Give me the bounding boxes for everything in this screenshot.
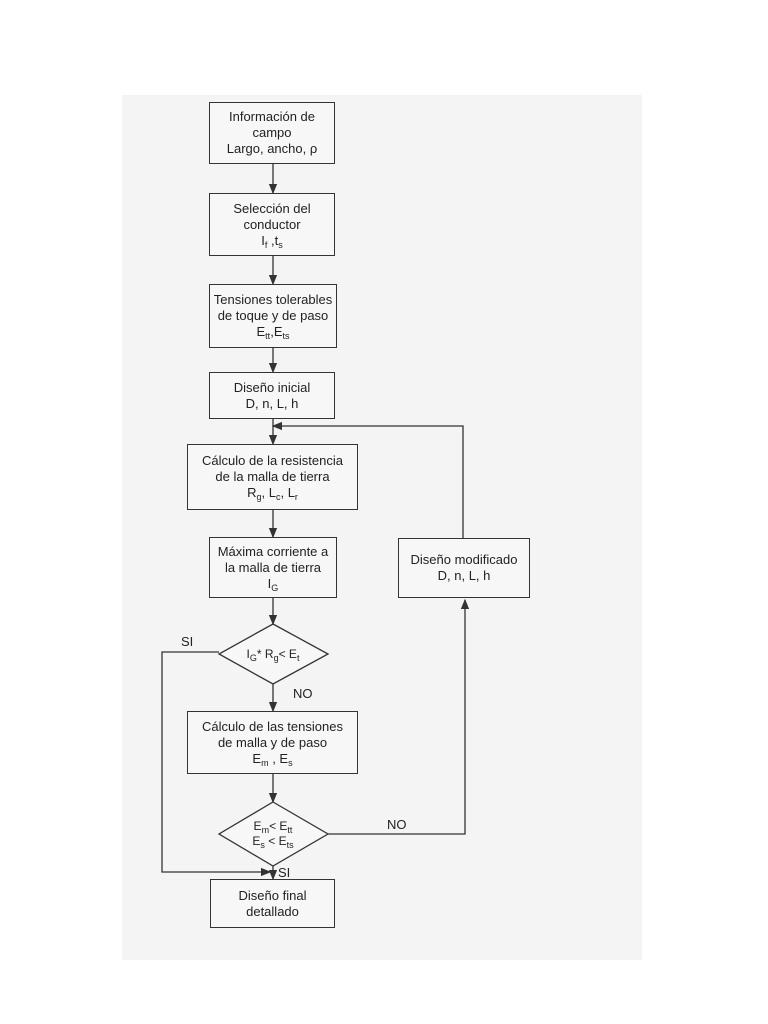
initial-design-box: Diseño inicial D, n, L, h	[209, 372, 335, 419]
sym: < E	[269, 819, 288, 833]
decision-2-line1: Em< Ett	[253, 819, 293, 835]
sym-sub: tt	[265, 331, 271, 341]
tensions-calc-box: Cálculo de las tensiones de malla y de p…	[187, 711, 358, 774]
box-line: Largo, ancho, ρ	[226, 141, 318, 156]
box-line: Tensiones tolerables	[213, 292, 333, 307]
sym-sub: g	[273, 652, 279, 663]
box-line: Información de	[229, 109, 315, 124]
sym: E	[256, 324, 266, 339]
sym-sub: m	[261, 825, 270, 835]
sym-sub: ts	[286, 840, 294, 850]
box-line: Diseño modificado	[410, 552, 518, 567]
sym: E	[252, 834, 261, 848]
sym: < E	[278, 646, 297, 661]
sym-sub: G	[249, 652, 257, 663]
sym: L	[268, 485, 276, 500]
box-line: D, n, L, h	[245, 395, 299, 411]
sym: I	[246, 646, 250, 661]
decision-diamond-1	[217, 623, 330, 685]
box-line: Selección del	[233, 200, 311, 216]
decision-diamond-2	[217, 801, 330, 867]
max-current-box: Máxima corriente a la malla de tierra IG	[209, 537, 337, 598]
box-line: Máxima corriente a	[217, 543, 329, 559]
sym: ,	[267, 232, 275, 248]
box-line: de malla y de paso	[217, 734, 328, 750]
field-info-box: Información de campo Largo, ancho, ρ	[209, 102, 335, 164]
box-line: campo	[252, 125, 292, 140]
sym: < E	[264, 834, 287, 848]
decision-2-line2: Es < Ets	[252, 834, 294, 850]
sym: * R	[256, 646, 274, 661]
sym: L	[287, 485, 295, 500]
sym-sub: s	[260, 840, 265, 850]
box-line: Cálculo de la resistencia	[202, 453, 343, 468]
box-line: Diseño inicial	[233, 379, 311, 395]
sym-sub: m	[261, 757, 269, 768]
sym-sub: s	[288, 757, 293, 768]
sym-sub: r	[294, 492, 298, 502]
arrow-modified-loopback	[271, 421, 464, 538]
final-design-box: Diseño final detallado	[210, 879, 335, 928]
box-line: Cálculo de las tensiones	[202, 718, 343, 734]
box-line: D, n, L, h	[437, 568, 491, 583]
resistance-symbols: Rg, Lc, Lr	[247, 485, 298, 502]
box-line: conductor	[243, 216, 301, 232]
arrow-decision1-si-final	[161, 651, 272, 877]
sym: ,	[270, 324, 274, 339]
sym: E	[253, 819, 262, 833]
sym-sub: g	[256, 492, 262, 502]
sym-sub: G	[271, 582, 279, 593]
sym-sub: c	[275, 492, 281, 502]
conductor-symbols: If ,ts	[261, 232, 283, 250]
label-si-decision1: SI	[181, 634, 194, 649]
diagram-background	[122, 95, 642, 960]
tolerable-symbols: Ett,Ets	[256, 324, 290, 341]
box-line: de la malla de tierra	[215, 469, 330, 484]
arrow-decision2-no-modified	[328, 598, 470, 835]
resistance-calc-box: Cálculo de la resistencia de la malla de…	[187, 444, 358, 510]
decision-1-condition: IG* Rg< Et	[225, 640, 321, 668]
sym: R	[247, 485, 257, 500]
sym: t	[274, 232, 279, 248]
sym-sub: tt	[287, 825, 293, 835]
sym-sub: ts	[282, 331, 290, 341]
conductor-selection-box: Selección del conductor If ,ts	[209, 193, 335, 256]
box-line: la malla de tierra	[224, 559, 322, 575]
sym: ,	[268, 750, 280, 766]
sym-sub: t	[296, 652, 300, 663]
sym-sub: f	[264, 239, 268, 250]
sym: I	[261, 232, 265, 248]
modified-design-box: Diseño modificado D, n, L, h	[398, 538, 530, 598]
box-line: detallado	[246, 903, 299, 919]
decision-1-expr: IG* Rg< Et	[246, 646, 300, 663]
sym: E	[279, 750, 289, 766]
sym-sub: s	[278, 239, 283, 250]
box-line: de toque y de paso	[217, 308, 329, 323]
sym: E	[252, 750, 262, 766]
label-no-decision2: NO	[387, 817, 407, 832]
decision-2-condition: Em< Ett Es < Ets	[228, 816, 318, 852]
label-si-decision2: SI	[278, 865, 291, 880]
current-symbols: IG	[267, 575, 279, 593]
box-line: Diseño final	[238, 887, 307, 903]
tensions-symbols: Em , Es	[252, 750, 293, 768]
sym: E	[273, 324, 283, 339]
label-no-decision1: NO	[293, 686, 313, 701]
tolerable-tensions-box: Tensiones tolerables de toque y de paso …	[209, 284, 337, 348]
sym: I	[267, 575, 272, 591]
